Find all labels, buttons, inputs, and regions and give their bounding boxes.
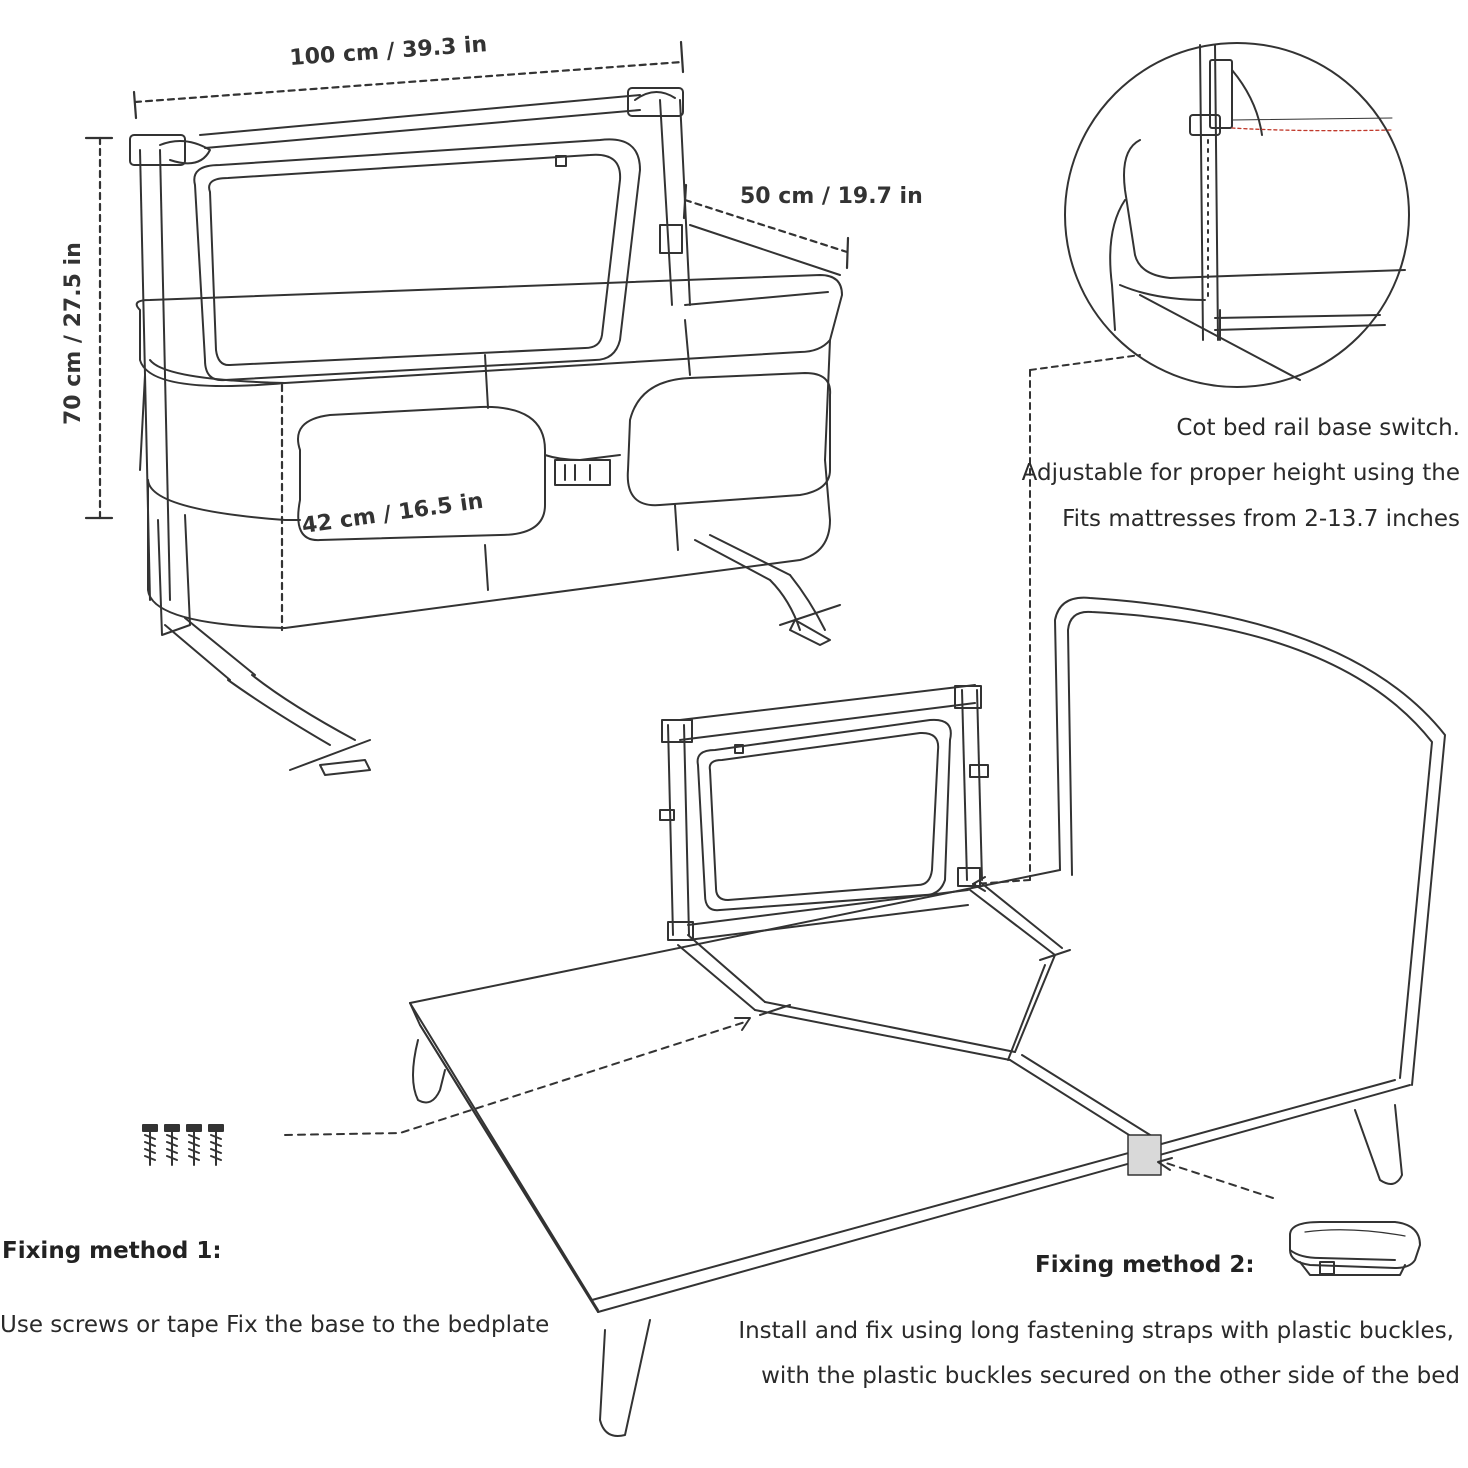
bed-with-rail [284, 596, 1446, 1437]
detail-caption-line-1: Cot bed rail base switch. [1176, 415, 1460, 441]
dimension-lines [84, 40, 850, 632]
detail-caption-line-3: Fits mattresses from 2-13.7 inches [1062, 506, 1460, 532]
method1-description: Use screws or tape Fix the base to the b… [0, 1312, 550, 1338]
detail-caption-line-2: Adjustable for proper height using the [1021, 460, 1460, 486]
method2-description-line-2: with the plastic buckles secured on the … [761, 1363, 1460, 1389]
plastic-buckle-icon [1289, 1221, 1421, 1276]
screws-icon [142, 1124, 224, 1166]
bed-rail-3d-view [129, 87, 843, 776]
width-dimension-label: 100 cm / 39.3 in [289, 32, 488, 71]
depth-dimension-label: 50 cm / 19.7 in [740, 184, 923, 209]
height-dimension-label: 70 cm / 27.5 in [61, 242, 86, 425]
method1-title: Fixing method 1: [2, 1238, 222, 1264]
method2-description-line-1: Install and fix using long fastening str… [738, 1318, 1454, 1344]
inner-height-dimension-label: 42 cm / 16.5 in [300, 489, 484, 539]
method2-title: Fixing method 2: [1035, 1252, 1255, 1278]
